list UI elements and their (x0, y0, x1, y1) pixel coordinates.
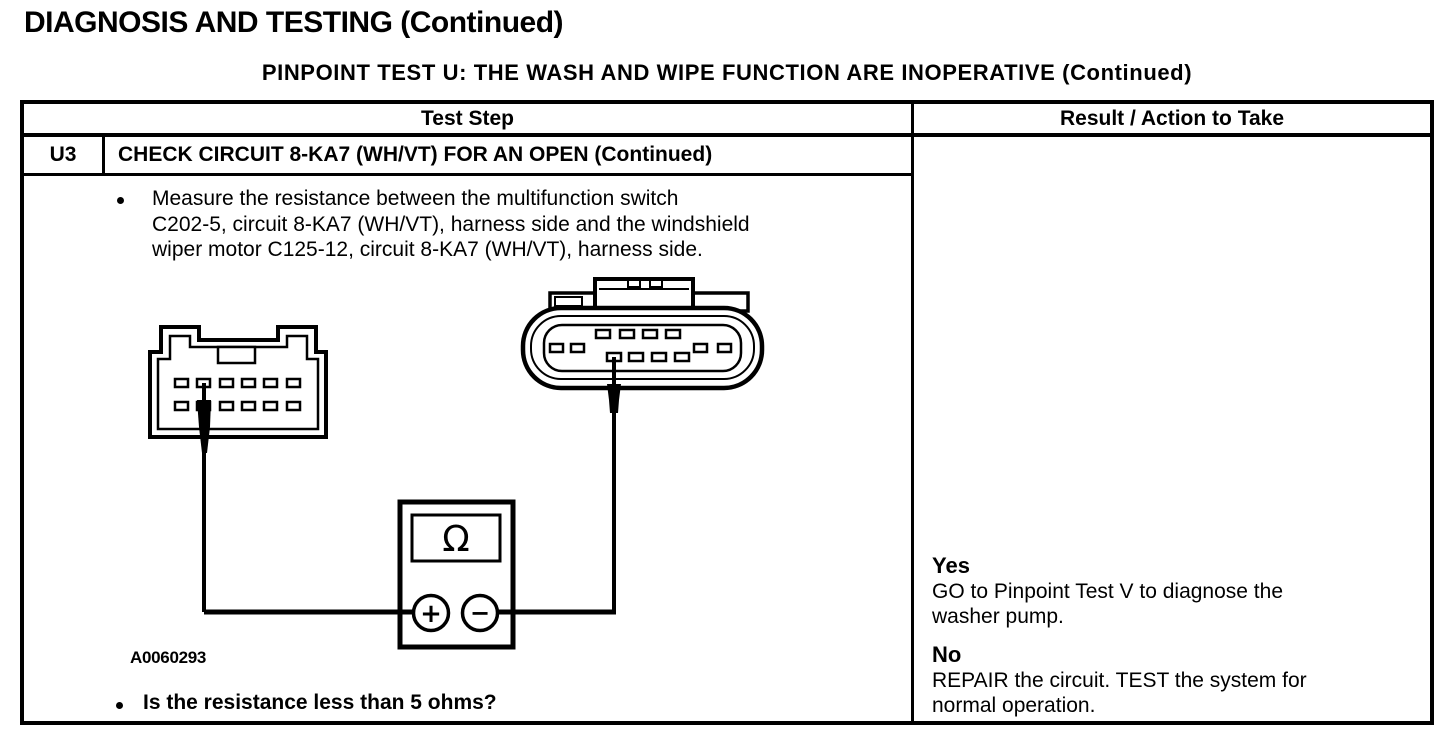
connector-pins (548, 328, 733, 363)
step-title-cell: CHECK CIRCUIT 8-KA7 (WH/VT) FOR AN OPEN … (118, 143, 713, 166)
result-action-header: Result / Action to Take (1059, 107, 1285, 130)
connector-latch (216, 345, 257, 365)
result-yes-action: GO to Pinpoint Test V to diagnose the wa… (932, 580, 1284, 628)
minus-icon: − (470, 599, 490, 627)
test-step-header: Test Step (421, 107, 514, 130)
page-title: DIAGNOSIS AND TESTING (Continued) (24, 6, 564, 39)
table-header-row: Test Step Result / Action to Take (24, 104, 1430, 137)
figure-label: A0060293 (130, 648, 207, 667)
ohmmeter: Ω + − (204, 499, 616, 650)
negative-terminal (460, 593, 500, 633)
positive-terminal (411, 593, 451, 633)
step-id-cell: U3 (24, 137, 105, 173)
ohmmeter-display (410, 513, 502, 563)
column-divider (911, 104, 914, 721)
circuit-test-diagram: Ω + − (148, 277, 765, 650)
probe-tip-left (197, 400, 211, 453)
step-question: Is the resistance less than 5 ohms? (143, 691, 497, 714)
result-yes-label: Yes (932, 553, 970, 578)
wiper-motor-connector (520, 277, 765, 612)
probe-tip-right (607, 384, 621, 413)
ohm-symbol: Ω (442, 519, 470, 560)
step-title-row: U3 CHECK CIRCUIT 8-KA7 (WH/VT) FOR AN OP… (24, 137, 914, 176)
plus-icon: + (420, 599, 442, 629)
step-instruction: Measure the resistance between the multi… (152, 187, 750, 261)
pinpoint-test-subtitle: PINPOINT TEST U: THE WASH AND WIPE FUNCT… (261, 60, 1193, 85)
bullet-icon (116, 702, 123, 709)
result-no-action: REPAIR the circuit. TEST the system for … (932, 669, 1307, 717)
multifunction-switch-connector (148, 325, 328, 612)
pinpoint-test-table: Test Step Result / Action to Take U3 CHE… (20, 100, 1434, 725)
result-no-label: No (932, 642, 962, 667)
bullet-icon (117, 197, 124, 204)
result-actions: Yes GO to Pinpoint Test V to diagnose th… (932, 552, 1430, 718)
